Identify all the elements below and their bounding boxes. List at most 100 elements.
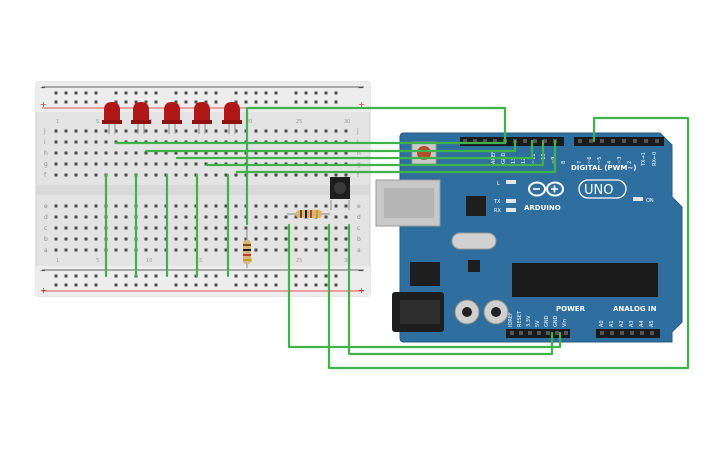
- breadboard-hole[interactable]: [144, 274, 148, 278]
- breadboard-hole[interactable]: [274, 248, 278, 252]
- breadboard-hole[interactable]: [214, 226, 218, 230]
- breadboard-hole[interactable]: [294, 226, 298, 230]
- breadboard-hole[interactable]: [254, 100, 258, 104]
- breadboard-hole[interactable]: [244, 274, 248, 278]
- breadboard-hole[interactable]: [324, 91, 328, 95]
- breadboard-hole[interactable]: [344, 204, 348, 208]
- breadboard-hole[interactable]: [264, 248, 268, 252]
- breadboard-hole[interactable]: [214, 129, 218, 133]
- breadboard-hole[interactable]: [174, 173, 178, 177]
- header-pin[interactable]: [533, 139, 537, 143]
- breadboard-hole[interactable]: [134, 151, 138, 155]
- breadboard-hole[interactable]: [164, 151, 168, 155]
- breadboard-hole[interactable]: [134, 91, 138, 95]
- breadboard-hole[interactable]: [54, 215, 58, 219]
- breadboard-hole[interactable]: [64, 129, 68, 133]
- breadboard-hole[interactable]: [304, 129, 308, 133]
- breadboard-hole[interactable]: [334, 237, 338, 241]
- breadboard-hole[interactable]: [74, 274, 78, 278]
- breadboard-hole[interactable]: [334, 100, 338, 104]
- breadboard-hole[interactable]: [274, 283, 278, 287]
- breadboard-hole[interactable]: [304, 248, 308, 252]
- breadboard-hole[interactable]: [94, 226, 98, 230]
- header-pin[interactable]: [555, 331, 559, 335]
- header-pin[interactable]: [493, 139, 497, 143]
- breadboard-hole[interactable]: [74, 140, 78, 144]
- breadboard-hole[interactable]: [274, 215, 278, 219]
- breadboard-hole[interactable]: [124, 237, 128, 241]
- breadboard-hole[interactable]: [234, 204, 238, 208]
- breadboard-hole[interactable]: [334, 283, 338, 287]
- breadboard-hole[interactable]: [244, 226, 248, 230]
- breadboard-hole[interactable]: [214, 91, 218, 95]
- breadboard-hole[interactable]: [54, 140, 58, 144]
- breadboard-hole[interactable]: [94, 237, 98, 241]
- breadboard-hole[interactable]: [54, 173, 58, 177]
- breadboard-hole[interactable]: [74, 226, 78, 230]
- breadboard-hole[interactable]: [84, 274, 88, 278]
- breadboard-hole[interactable]: [124, 226, 128, 230]
- breadboard-hole[interactable]: [124, 215, 128, 219]
- breadboard-hole[interactable]: [274, 91, 278, 95]
- breadboard-hole[interactable]: [204, 100, 208, 104]
- breadboard-hole[interactable]: [74, 173, 78, 177]
- breadboard-hole[interactable]: [224, 204, 228, 208]
- breadboard-hole[interactable]: [264, 129, 268, 133]
- breadboard-hole[interactable]: [114, 151, 118, 155]
- breadboard-hole[interactable]: [94, 151, 98, 155]
- breadboard-hole[interactable]: [204, 129, 208, 133]
- breadboard-hole[interactable]: [54, 151, 58, 155]
- breadboard-hole[interactable]: [264, 151, 268, 155]
- breadboard-hole[interactable]: [94, 91, 98, 95]
- breadboard-hole[interactable]: [194, 91, 198, 95]
- header-pin[interactable]: [620, 331, 624, 335]
- breadboard-hole[interactable]: [314, 151, 318, 155]
- breadboard-hole[interactable]: [144, 151, 148, 155]
- breadboard-hole[interactable]: [274, 173, 278, 177]
- breadboard-hole[interactable]: [54, 226, 58, 230]
- breadboard-hole[interactable]: [134, 162, 138, 166]
- header-pin[interactable]: [543, 139, 547, 143]
- breadboard-hole[interactable]: [74, 100, 78, 104]
- breadboard-hole[interactable]: [224, 226, 228, 230]
- breadboard-hole[interactable]: [304, 100, 308, 104]
- breadboard-hole[interactable]: [324, 100, 328, 104]
- breadboard-hole[interactable]: [64, 283, 68, 287]
- breadboard-hole[interactable]: [334, 91, 338, 95]
- breadboard-hole[interactable]: [54, 162, 58, 166]
- breadboard-hole[interactable]: [74, 151, 78, 155]
- breadboard-hole[interactable]: [114, 226, 118, 230]
- breadboard-hole[interactable]: [234, 215, 238, 219]
- breadboard-hole[interactable]: [74, 237, 78, 241]
- breadboard-hole[interactable]: [94, 283, 98, 287]
- breadboard-hole[interactable]: [84, 91, 88, 95]
- breadboard-hole[interactable]: [154, 248, 158, 252]
- breadboard-hole[interactable]: [314, 173, 318, 177]
- breadboard-hole[interactable]: [214, 274, 218, 278]
- push-button[interactable]: [330, 177, 350, 210]
- breadboard-hole[interactable]: [314, 204, 318, 208]
- led[interactable]: [222, 102, 242, 134]
- breadboard-hole[interactable]: [274, 129, 278, 133]
- breadboard-hole[interactable]: [64, 91, 68, 95]
- breadboard-hole[interactable]: [234, 226, 238, 230]
- breadboard-hole[interactable]: [184, 162, 188, 166]
- header-pin[interactable]: [640, 331, 644, 335]
- resistor-horizontal[interactable]: [287, 210, 330, 218]
- breadboard-hole[interactable]: [54, 274, 58, 278]
- breadboard-hole[interactable]: [274, 151, 278, 155]
- breadboard-hole[interactable]: [124, 274, 128, 278]
- breadboard-hole[interactable]: [184, 100, 188, 104]
- breadboard-hole[interactable]: [254, 274, 258, 278]
- breadboard-hole[interactable]: [244, 100, 248, 104]
- breadboard-hole[interactable]: [274, 237, 278, 241]
- header-pin[interactable]: [650, 331, 654, 335]
- breadboard-hole[interactable]: [204, 151, 208, 155]
- breadboard-hole[interactable]: [274, 204, 278, 208]
- breadboard-hole[interactable]: [104, 129, 108, 133]
- breadboard-hole[interactable]: [344, 248, 348, 252]
- breadboard-hole[interactable]: [304, 226, 308, 230]
- breadboard-hole[interactable]: [54, 91, 58, 95]
- wire-led4-pin10[interactable]: [205, 139, 545, 167]
- breadboard-hole[interactable]: [214, 100, 218, 104]
